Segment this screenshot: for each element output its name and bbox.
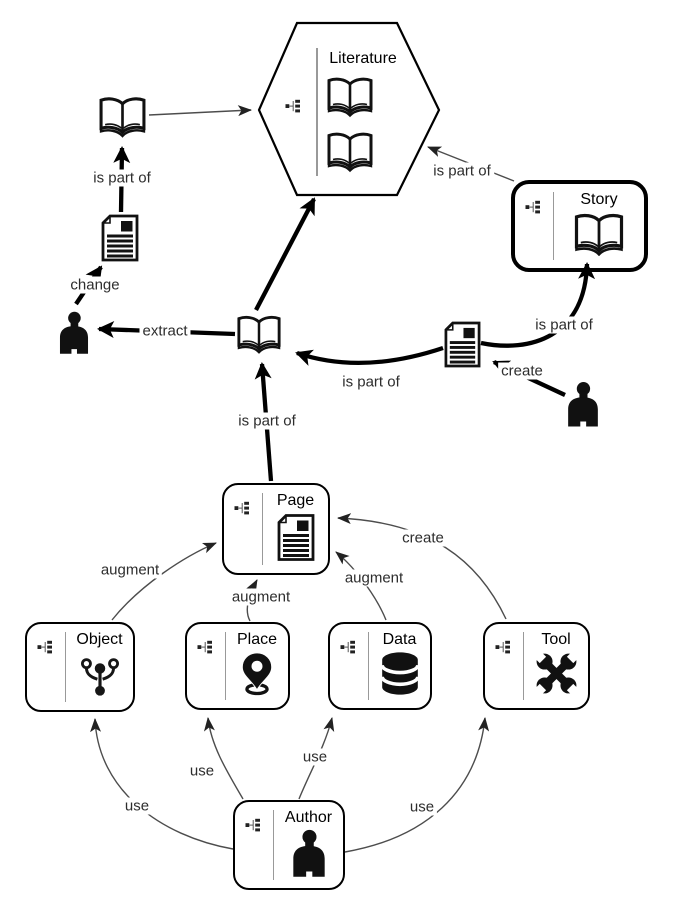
tree-badge-icon — [495, 640, 513, 654]
database-icon — [377, 651, 423, 696]
open-book-icon — [326, 74, 374, 118]
node-data[interactable]: Data — [328, 622, 432, 710]
edge-label: is part of — [339, 373, 403, 391]
edge-label: augment — [228, 588, 294, 606]
node-place-title: Place — [236, 631, 278, 648]
person-icon[interactable] — [57, 308, 91, 357]
node-story[interactable]: Story — [511, 180, 648, 272]
edge-author-to-place[interactable] — [203, 717, 244, 800]
open-book-icon — [573, 211, 625, 256]
tree-badge-icon — [234, 501, 252, 515]
node-author-title: Author — [284, 809, 333, 826]
edge-document2-to-book[interactable] — [295, 345, 444, 366]
edge-label: is part of — [235, 412, 299, 430]
tree-badge-icon — [245, 818, 263, 832]
open-book-icon[interactable] — [98, 94, 147, 138]
tree-badge-icon — [37, 640, 55, 654]
tree-badge-icon — [525, 200, 543, 214]
node-author[interactable]: Author — [233, 800, 345, 890]
node-tool-title: Tool — [541, 631, 571, 648]
edge-label: use — [299, 748, 331, 766]
node-page-title: Page — [276, 492, 315, 509]
edge-label: use — [121, 797, 153, 815]
open-book-icon[interactable] — [236, 312, 282, 355]
edge-book-to-literature[interactable] — [148, 105, 252, 117]
node-object-title: Object — [76, 631, 123, 648]
document-icon — [276, 512, 316, 563]
edge-label: is part of — [90, 169, 154, 187]
edge-label: change — [67, 276, 123, 294]
tree-badge-icon — [285, 99, 303, 113]
fork-connector-icon — [79, 651, 121, 699]
edge-label: use — [406, 798, 438, 816]
tree-badge-icon — [197, 640, 215, 654]
edge-author-to-tool[interactable] — [344, 717, 490, 853]
edge-label: is part of — [532, 316, 596, 334]
tree-badge-icon — [340, 640, 358, 654]
document-icon[interactable] — [443, 320, 482, 369]
edge-label: use — [186, 762, 218, 780]
edge-label: create — [498, 362, 546, 380]
node-data-title: Data — [382, 631, 417, 648]
node-object[interactable]: Object — [25, 622, 135, 712]
person-icon — [290, 829, 328, 877]
node-story-title: Story — [580, 191, 618, 208]
divider — [316, 48, 318, 176]
node-place[interactable]: Place — [185, 622, 290, 710]
edge-tool-to-page[interactable] — [337, 513, 507, 620]
crossed-wrenches-icon — [533, 651, 580, 696]
node-tool[interactable]: Tool — [483, 622, 590, 710]
edge-label: augment — [341, 569, 407, 587]
node-literature-title: Literature — [329, 50, 397, 67]
edge-label: is part of — [430, 162, 494, 180]
edge-book-to-literature-thick[interactable] — [254, 197, 316, 311]
edge-label: create — [399, 529, 447, 547]
edge-label: extract — [139, 322, 191, 340]
person-icon[interactable] — [565, 379, 601, 429]
map-pin-icon — [235, 651, 279, 697]
document-icon[interactable] — [100, 213, 140, 263]
open-book-icon — [326, 129, 374, 173]
edge-label: augment — [97, 561, 163, 579]
node-page[interactable]: Page — [222, 483, 330, 575]
edge-object-to-page[interactable] — [111, 542, 217, 621]
